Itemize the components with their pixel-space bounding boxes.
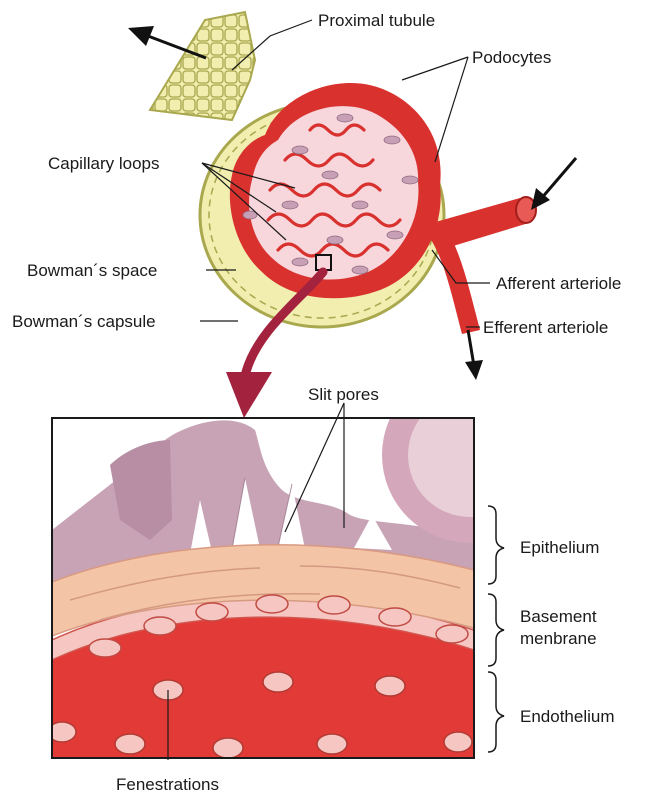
- label-podocytes: Podocytes: [472, 48, 551, 67]
- label-bowmans-space: Bowman´s space: [27, 261, 157, 280]
- label-endothelium: Endothelium: [520, 707, 615, 726]
- label-epithelium: Epithelium: [520, 538, 599, 557]
- label-basement-line2: menbrane: [520, 629, 597, 648]
- label-bowmans-capsule: Bowman´s capsule: [12, 312, 156, 331]
- label-fenestrations: Fenestrations: [116, 775, 219, 794]
- filtration-barrier-zoom: [48, 367, 558, 758]
- label-afferent-arteriole: Afferent arteriole: [496, 274, 621, 293]
- glomerulus: [230, 83, 441, 298]
- label-proximal-tubule: Proximal tubule: [318, 11, 435, 30]
- label-efferent-arteriole: Efferent arteriole: [483, 318, 608, 337]
- label-capillary-loops: Capillary loops: [48, 154, 160, 173]
- layer-brackets: [488, 506, 504, 752]
- label-basement-line1: Basement: [520, 607, 597, 626]
- label-slit-pores: Slit pores: [308, 385, 379, 404]
- proximal-tubule: [150, 12, 255, 120]
